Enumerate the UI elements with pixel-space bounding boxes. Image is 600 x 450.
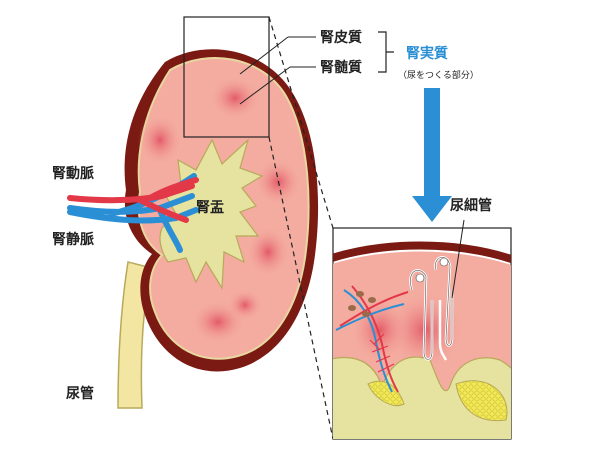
- label-pelvis: 腎盂: [196, 200, 224, 216]
- pyramid-2: [138, 114, 182, 166]
- leader-tubule: [451, 219, 465, 299]
- dashed-line-top: [268, 16, 334, 229]
- label-parenchyma-note: （尿をつくる部分）: [398, 69, 479, 81]
- label-medulla: 腎髄質: [320, 59, 362, 76]
- renal-artery-vessel: [67, 177, 199, 223]
- label-vein: 腎静脈: [52, 231, 94, 248]
- pyramid-4: [246, 226, 290, 278]
- dashed-line-bottom: [268, 136, 334, 440]
- leader-medulla: [239, 66, 291, 105]
- zoom-detail: [333, 241, 511, 439]
- leader-cortex: [239, 36, 289, 75]
- pyramid-6: [227, 289, 263, 321]
- arrow-head: [412, 196, 452, 222]
- pyramid-1: [209, 76, 261, 120]
- renal-pelvis: [159, 138, 264, 290]
- label-cortex: 腎皮質: [320, 29, 362, 46]
- label-artery: 腎動脈: [52, 165, 94, 182]
- bracket: [378, 31, 394, 73]
- label-tubule: 尿細管: [450, 197, 492, 214]
- label-ureter: 尿管: [66, 385, 94, 402]
- label-parenchyma: 腎実質: [406, 45, 448, 62]
- highlight-box: [183, 16, 270, 138]
- arrow-shaft: [424, 88, 440, 198]
- renal-vein-vessel: [67, 173, 199, 253]
